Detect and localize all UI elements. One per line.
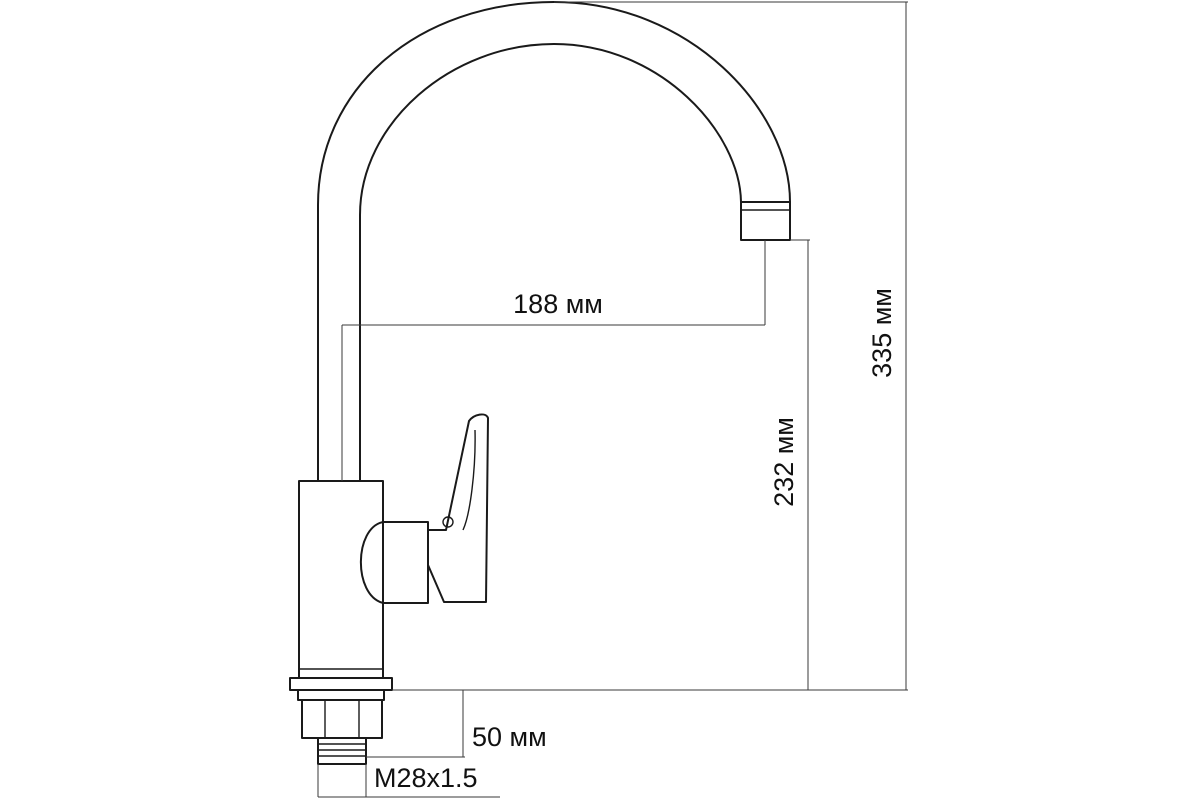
faucet-body xyxy=(289,480,393,691)
spout xyxy=(317,1,791,482)
thread-dimension-label: M28x1.5 xyxy=(374,763,478,793)
total-height-dimension-label: 335 мм xyxy=(867,288,897,378)
cartridge-dome xyxy=(359,521,384,604)
spout-height-dimension-label: 232 мм xyxy=(769,417,799,507)
mounting-shank xyxy=(297,689,385,765)
threaded-shank xyxy=(317,737,367,765)
spout-outer xyxy=(317,1,791,482)
faucet-body-cylinder xyxy=(298,480,384,679)
reach-dimension-label: 188 мм xyxy=(513,289,603,319)
shank-length-dimension-label: 50 мм xyxy=(472,722,547,752)
lever-handle xyxy=(359,413,489,604)
cartridge-housing xyxy=(382,521,429,604)
spout-inner xyxy=(359,43,742,482)
lock-nut xyxy=(301,699,383,739)
handle-screw xyxy=(442,516,454,528)
base-washer xyxy=(297,689,385,701)
handle-inner-line xyxy=(462,429,476,531)
base-flange xyxy=(289,677,393,691)
dimension-lines xyxy=(317,1,908,798)
spout-tip xyxy=(740,201,791,241)
handle-lever xyxy=(427,413,489,603)
